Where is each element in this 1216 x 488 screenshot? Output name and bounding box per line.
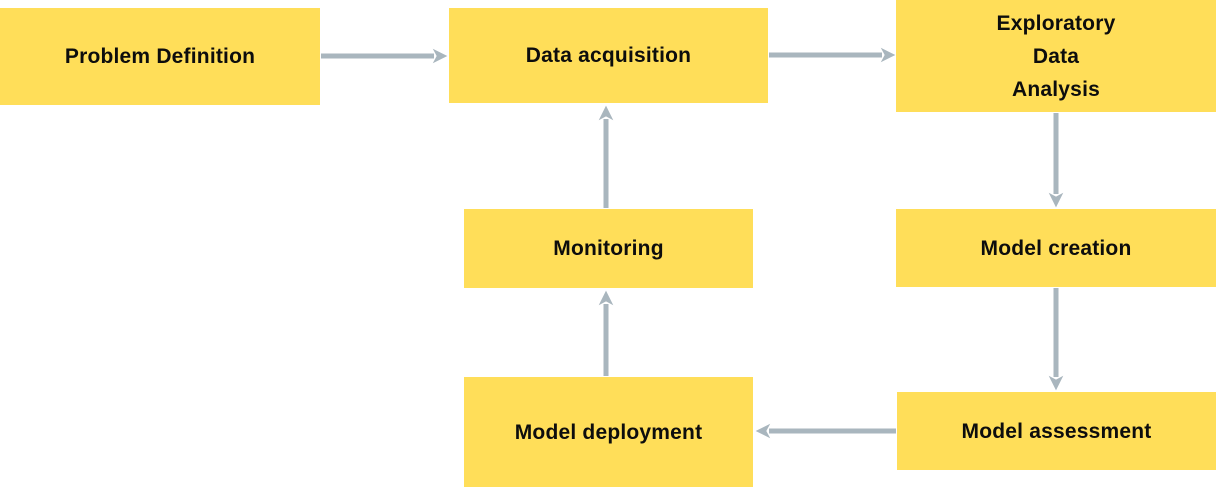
node-monitoring-label: Monitoring bbox=[553, 237, 664, 260]
node-model-deployment-label: Model deployment bbox=[514, 420, 703, 444]
node-data-acquisition: Data acquisition bbox=[449, 8, 768, 103]
node-exploratory-data-analysis-label: Exploratory Data Analysis bbox=[996, 11, 1116, 101]
node-data-acquisition-label: Data acquisition bbox=[525, 44, 692, 67]
node-problem-definition-label: Problem Definition bbox=[64, 45, 256, 68]
node-model-deployment: Model deployment bbox=[464, 377, 753, 487]
node-model-creation: Model creation bbox=[896, 209, 1216, 287]
node-model-creation-label: Model creation bbox=[980, 236, 1132, 260]
node-monitoring: Monitoring bbox=[464, 209, 753, 288]
node-model-assessment-label: Model assessment bbox=[961, 419, 1152, 443]
node-problem-definition: Problem Definition bbox=[0, 8, 320, 105]
node-model-assessment: Model assessment bbox=[897, 392, 1216, 470]
node-exploratory-data-analysis: Exploratory Data Analysis bbox=[896, 0, 1216, 112]
